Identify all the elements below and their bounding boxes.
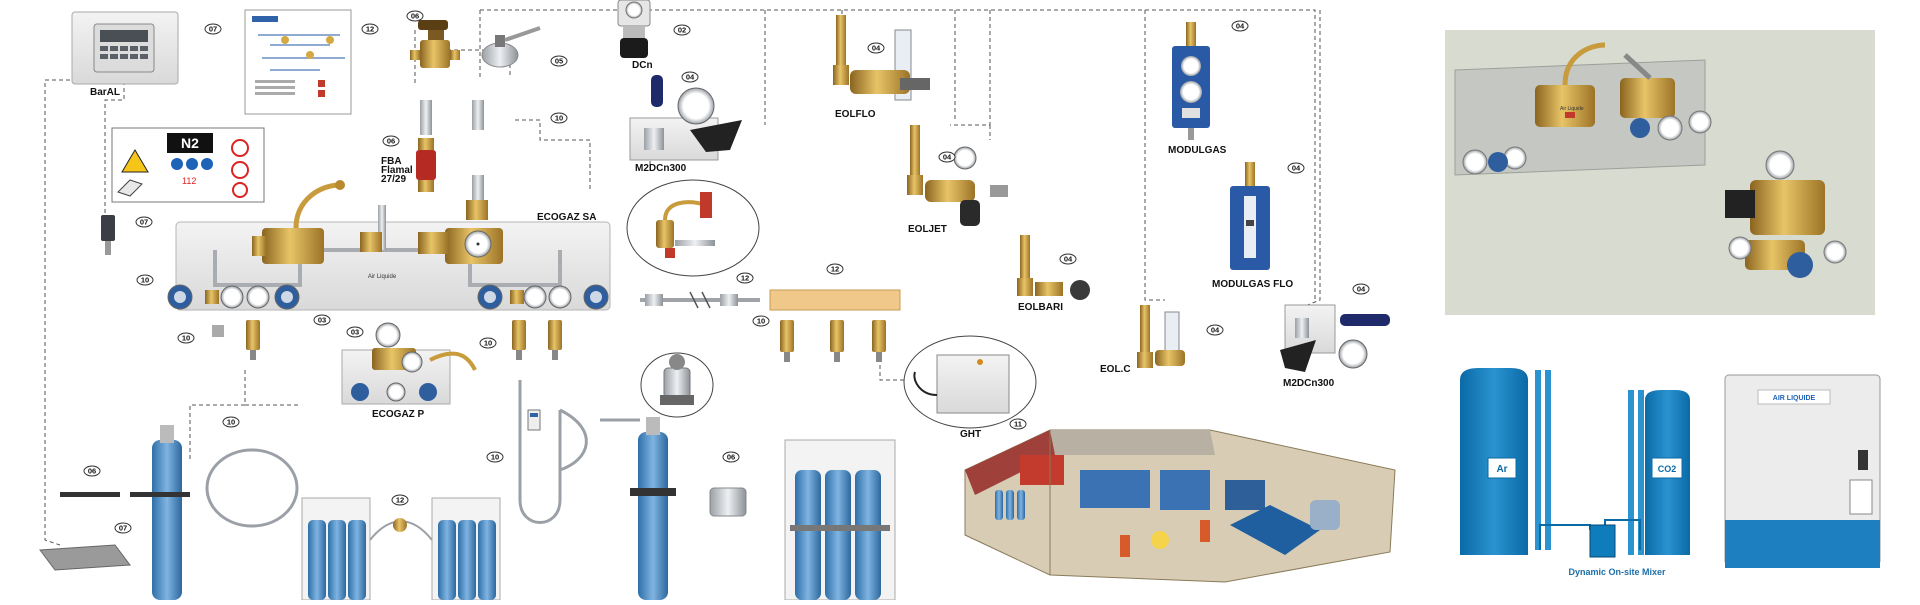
baral-alarm-unit <box>71 11 179 85</box>
mixer-co2-label: CO2 <box>1658 464 1677 474</box>
callout-eolflo: 04 <box>867 42 885 54</box>
callout-bracket-left: 06 <box>83 465 101 477</box>
label-ecogaz-p: ECOGAZ P <box>372 409 425 420</box>
label-ght: GHT <box>960 429 982 440</box>
m2dcn300-top <box>629 75 742 161</box>
modulgas-flo-unit <box>1230 162 1270 270</box>
dcn-regulator <box>617 0 651 58</box>
callout-bracket-right: 06 <box>722 451 740 463</box>
label-m2dcn300-top: M2DCn300 <box>635 163 687 174</box>
callout-instruction-sheet: 12 <box>361 23 379 35</box>
ecogaz-sa-panel: Air Liquide <box>167 180 611 311</box>
workshop-illustration <box>964 429 1396 583</box>
callout-pigtail: 10 <box>486 451 504 463</box>
safety-sign: N2 112 <box>111 127 265 203</box>
outlet-fittings <box>212 320 562 360</box>
callout-ecogaz-p: 03 <box>346 326 364 338</box>
callout-sensor: 07 <box>135 216 153 228</box>
callout-fba: 06 <box>382 135 400 147</box>
pressure-sensor <box>101 215 115 255</box>
label-flamal: Flamal <box>381 165 413 176</box>
pipe-connection <box>640 291 760 309</box>
label-eoljet: EOLJET <box>908 224 947 235</box>
callout-mid-fitting: 10 <box>479 337 497 349</box>
clamp-accessories <box>39 487 747 571</box>
panel3d-brand-text: Air Liquide <box>1560 106 1584 112</box>
callout-fitting-line: 10 <box>550 112 568 124</box>
globe-valve <box>410 20 460 68</box>
vertical-fittings <box>420 100 488 220</box>
mixer-ar-label: Ar <box>1496 464 1507 475</box>
ball-valve <box>481 26 541 68</box>
callout-modulgas: 04 <box>1231 20 1249 32</box>
callout-ball-valve: 05 <box>550 55 568 67</box>
eoljet-regulator <box>907 125 1008 226</box>
eolbari-regulator <box>1017 235 1090 300</box>
callout-dcn: 02 <box>673 24 691 36</box>
eolflo-regulator <box>833 15 930 101</box>
callout-modulgas-flo: 04 <box>1287 162 1305 174</box>
modulgas-unit <box>1172 22 1210 140</box>
m2dcn300-right <box>1280 304 1390 372</box>
mixer-caption: Dynamic On-site Mixer <box>1568 567 1666 577</box>
brass-manifold <box>769 289 901 362</box>
panel-3d-photo: Air Liquide <box>1445 30 1875 315</box>
label-ecogaz-sa: ECOGAZ SA <box>537 212 597 223</box>
callout-eoljet: 04 <box>938 151 956 163</box>
cylinder-rack-right <box>784 439 896 601</box>
cylinder-rack-left <box>301 497 501 601</box>
label-fba-code: 27/29 <box>381 174 407 185</box>
callout-hose-coil: 10 <box>222 416 240 428</box>
callout-m2dcn300-top: 04 <box>681 71 699 83</box>
callout-pipe: 12 <box>736 272 754 284</box>
ecogaz-p-panel <box>341 322 477 405</box>
dynamic-mixer: Ar CO2 AIR LIQUIDE <box>1460 368 1881 568</box>
label-eol-c: EOL.C <box>1100 364 1131 375</box>
label-modulgas: MODULGAS <box>1168 145 1227 156</box>
callout-globe-valve: 06 <box>406 10 424 22</box>
callout-eol-c: 04 <box>1206 324 1224 336</box>
instruction-sheet <box>244 9 352 115</box>
hose-tag <box>527 409 541 431</box>
panel-brand-text: Air Liquide <box>368 274 397 280</box>
sign-phone-text: 112 <box>182 176 196 186</box>
label-fba: FBA <box>381 156 402 167</box>
cabinet-brand-text: AIR LIQUIDE <box>1773 395 1816 402</box>
ght-unit <box>903 335 1037 429</box>
callout-under-panel: 03 <box>313 314 331 326</box>
regulator-detail-inset <box>626 179 760 277</box>
callout-left-fitting: 10 <box>136 274 154 286</box>
callout-manifold-outlet: 10 <box>752 315 770 327</box>
cylinder-valve-inset <box>640 352 714 418</box>
label-modulgas-flo: MODULGAS FLO <box>1212 279 1294 290</box>
label-baral: BarAL <box>90 87 121 98</box>
callout-manifold: 12 <box>826 263 844 275</box>
callout-eolbari: 04 <box>1059 253 1077 265</box>
label-eolflo: EOLFLO <box>835 109 876 120</box>
callout-rack: 12 <box>391 494 409 506</box>
gas-cylinders <box>152 417 676 600</box>
callout-baral: 07 <box>204 23 222 35</box>
label-dcn: DCn <box>632 60 653 71</box>
callout-under-left: 10 <box>177 332 195 344</box>
label-eolbari: EOLBARI <box>1018 302 1063 313</box>
sign-gas-text: N2 <box>181 135 199 151</box>
callout-m2dcn300-right: 04 <box>1352 283 1370 295</box>
fba-flashback-arrestor <box>416 138 436 192</box>
label-m2dcn300-right: M2DCn300 <box>1283 378 1335 389</box>
callout-floor-plate: 07 <box>114 522 132 534</box>
eolc-regulator <box>1137 305 1185 368</box>
hose-assemblies <box>205 380 640 528</box>
callout-ght: 11 <box>1009 418 1027 430</box>
panel-lower-gauges <box>167 284 609 310</box>
